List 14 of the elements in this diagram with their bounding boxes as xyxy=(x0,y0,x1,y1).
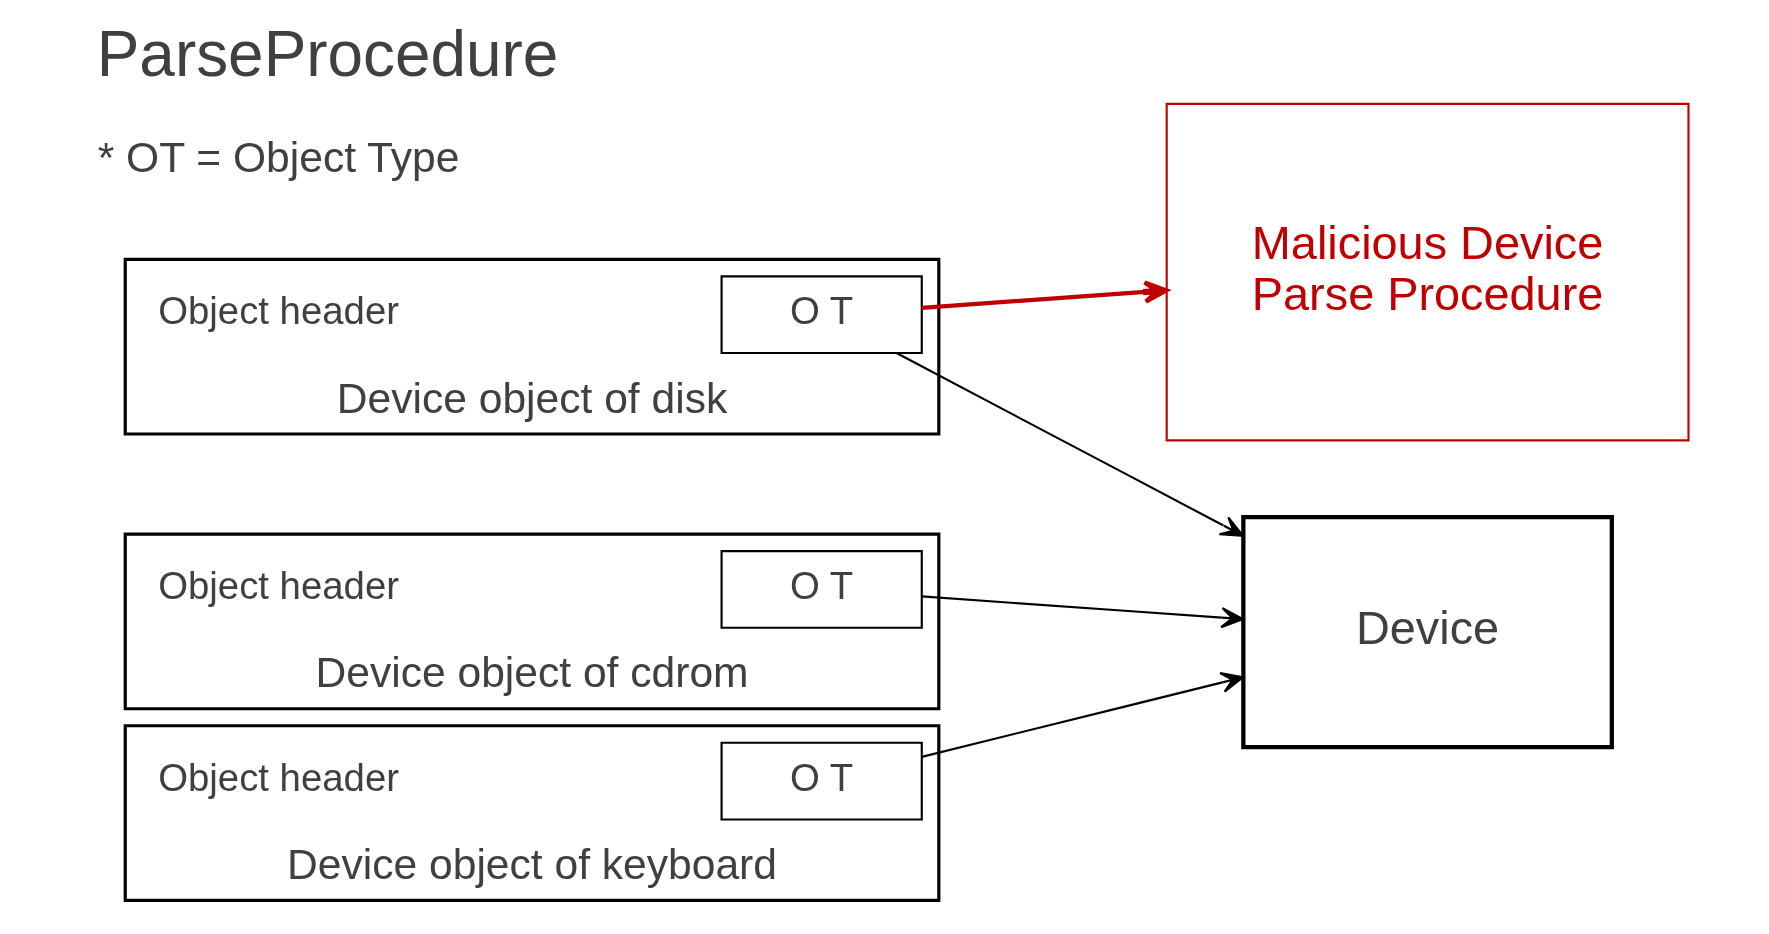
node-box: Device xyxy=(1241,514,1614,750)
node-box: O T xyxy=(720,741,923,821)
node-label: Object header xyxy=(158,289,399,333)
arrow xyxy=(921,595,1245,629)
diagram-title: ParseProcedure xyxy=(96,18,559,91)
arrow xyxy=(921,672,1245,758)
node-box: O T xyxy=(720,550,923,629)
node-label: Object header xyxy=(158,755,399,799)
node-box: Malicious Device Parse Procedure xyxy=(1165,102,1690,442)
arrow xyxy=(896,352,1244,537)
label: * OT = Object Type xyxy=(97,133,460,182)
node-label: Object header xyxy=(158,563,399,607)
arrow xyxy=(921,280,1169,310)
node-box: O T xyxy=(720,275,923,355)
